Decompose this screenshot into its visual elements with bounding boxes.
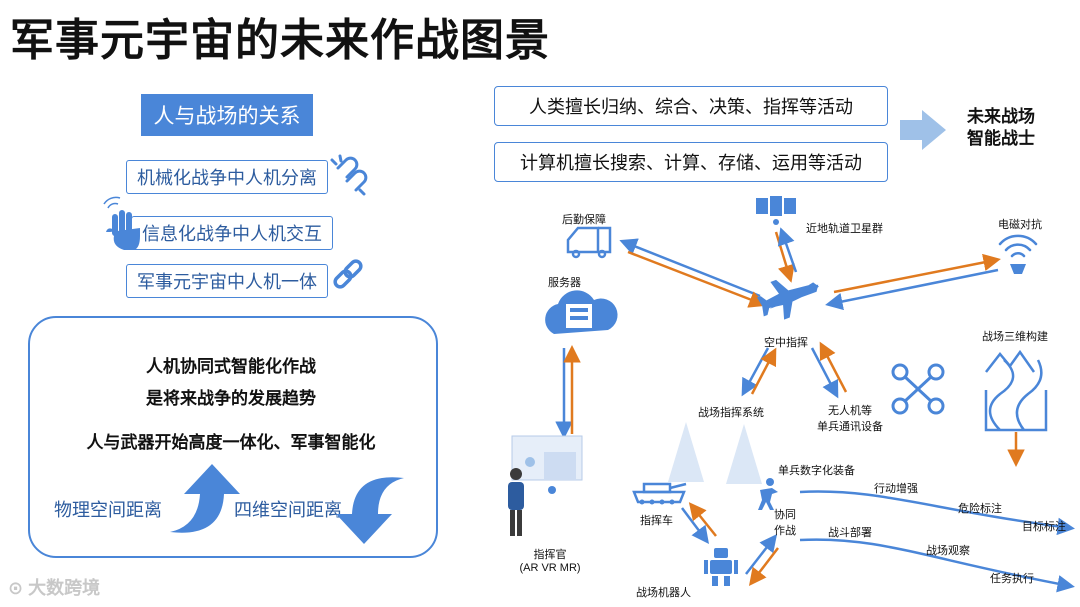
commander-line-1: 指挥官 (533, 549, 567, 561)
computer-ability-box: 计算机擅长搜索、计算、存储、运用等活动 (494, 142, 888, 182)
battle-deploy-label: 战斗部署 (828, 527, 872, 539)
trend-line-2: 是将来战争的发展趋势 (146, 389, 316, 408)
battle-observe-label: 战场观察 (926, 545, 970, 557)
uav-line-2: 单兵通讯设备 (817, 421, 883, 433)
terrain-label: 战场三维构建 (982, 331, 1048, 343)
future-line-2: 智能战士 (967, 129, 1035, 148)
action-enhance-label: 行动增强 (874, 483, 918, 495)
metaverse-war-box: 军事元宇宙中人机一体 (126, 264, 328, 298)
uav-line-1: 无人机等 (828, 405, 872, 417)
coop-line-2: 作战 (774, 525, 796, 537)
trend-line-3: 人与武器开始高度一体化、军事智能化 (86, 433, 376, 452)
relation-tag: 人与战场的关系 (141, 94, 313, 136)
commander-label: 指挥官 (AR VR MR) (512, 546, 588, 574)
satellite-label: 近地轨道卫星群 (806, 223, 883, 235)
information-war-label: 信息化战争中人机交互 (142, 224, 322, 244)
information-war-box: 信息化战争中人机交互 (131, 216, 333, 250)
danger-mark-label: 危险标注 (958, 503, 1002, 515)
commander-line-2: (AR VR MR) (519, 562, 581, 574)
air-command-label: 空中指挥 (764, 337, 808, 349)
mechanized-war-label: 机械化战争中人机分离 (137, 168, 317, 188)
logistics-label: 后勤保障 (562, 214, 606, 226)
robot-label: 战场机器人 (636, 587, 691, 599)
physical-distance-label: 物理空间距离 (54, 500, 162, 520)
watermark-text: 大数跨境 (28, 578, 101, 598)
server-label: 服务器 (548, 277, 581, 289)
computer-ability-label: 计算机擅长搜索、计算、存储、运用等活动 (520, 153, 862, 173)
watermark-logo-icon: ⊙ (8, 578, 24, 598)
command-system-label: 战场指挥系统 (698, 407, 764, 419)
page-title: 军事元宇宙的未来作战图景 (10, 16, 550, 65)
human-ability-box: 人类擅长归纳、综合、决策、指挥等活动 (494, 86, 888, 126)
coop-line-1: 协同 (774, 509, 796, 521)
four-d-distance-label: 四维空间距离 (234, 500, 342, 520)
coop-label: 协同 作战 (770, 506, 800, 538)
target-mark-label: 目标标注 (1022, 521, 1066, 533)
soldier-equipment-label: 单兵数字化装备 (778, 465, 855, 477)
uav-label: 无人机等 单兵通讯设备 (812, 402, 888, 434)
future-line-1: 未来战场 (967, 107, 1035, 126)
human-ability-label: 人类擅长归纳、综合、决策、指挥等活动 (529, 97, 853, 117)
metaverse-war-label: 军事元宇宙中人机一体 (137, 272, 317, 292)
watermark: ⊙ 大数跨境 (8, 574, 100, 600)
trend-line-1: 人机协同式智能化作战 (146, 357, 316, 376)
command-vehicle-label: 指挥车 (640, 515, 673, 527)
em-warfare-label: 电磁对抗 (998, 219, 1042, 231)
mechanized-war-box: 机械化战争中人机分离 (126, 160, 328, 194)
future-soldier-label: 未来战场 智能战士 (958, 106, 1044, 150)
task-exec-label: 任务执行 (990, 573, 1034, 585)
